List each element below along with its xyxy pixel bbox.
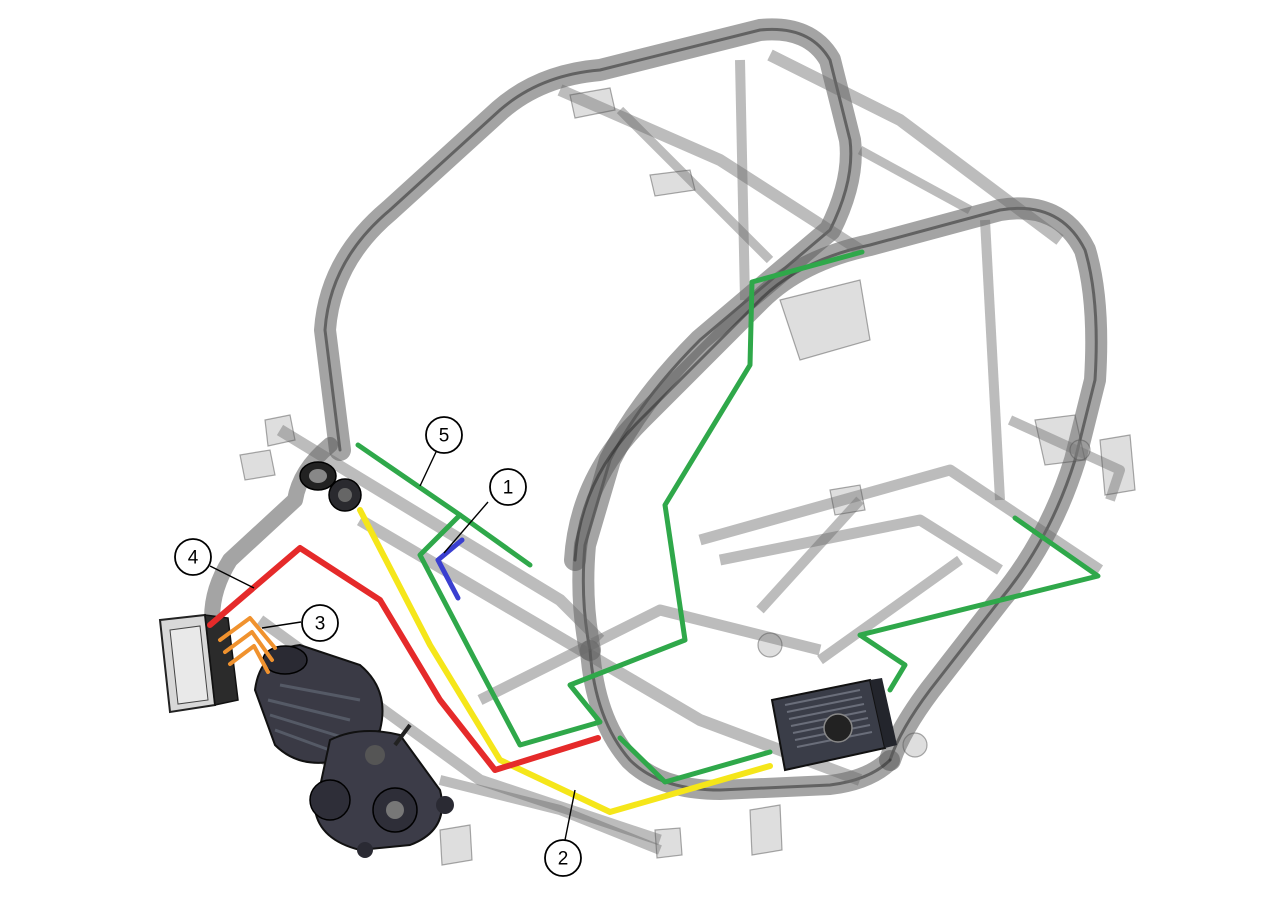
blue-wire — [435, 537, 465, 601]
connector-hub — [328, 478, 362, 512]
bushing-3 — [1069, 439, 1091, 461]
top-bar-left — [557, 84, 864, 256]
bracket-mid-2 — [649, 169, 696, 197]
yellow-wire — [357, 507, 773, 815]
callout-1-label: 1 — [503, 478, 514, 499]
bracket-left-1 — [239, 449, 276, 481]
floor-bar-3 — [698, 464, 1104, 575]
callout-2: 2 — [544, 789, 582, 877]
floor-bar-4 — [718, 514, 1003, 575]
floor-bar-9 — [438, 775, 662, 855]
motor-controller — [770, 678, 897, 772]
floor-bar-5 — [756, 496, 864, 614]
bracket-right-2 — [1099, 434, 1136, 496]
vertical-post-2 — [980, 219, 1005, 501]
floor-bar-1 — [276, 424, 605, 645]
callouts: 1 2 3 4 5 — [174, 416, 582, 877]
diagonal-brace-1 — [616, 106, 774, 264]
vertical-post-1 — [735, 59, 750, 301]
orange-wire-1 — [218, 616, 277, 650]
red-wire — [207, 545, 601, 773]
diagonal-brace-2 — [857, 146, 973, 214]
bracket-floor-3 — [654, 827, 683, 859]
top-bar-right — [767, 49, 1064, 245]
green-wire-rear — [857, 515, 1101, 693]
callout-4: 4 — [174, 538, 255, 589]
front-roll-hoop — [314, 18, 862, 661]
callout-4-label: 4 — [188, 548, 199, 569]
callout-1: 1 — [443, 468, 527, 554]
callout-5-label: 5 — [439, 426, 450, 447]
orange-wire-2 — [223, 630, 274, 662]
bracket-floor-1 — [829, 484, 866, 516]
bracket-right-1 — [1034, 414, 1086, 466]
floor-bar-7 — [477, 604, 822, 705]
key-switch — [299, 461, 337, 491]
wiring — [207, 249, 1101, 815]
bracket-floor-4 — [439, 824, 473, 866]
floor-bar-6 — [817, 555, 963, 665]
bushing-1 — [757, 632, 783, 658]
green-wire-controller — [617, 735, 773, 785]
callout-3-label: 3 — [315, 614, 326, 635]
bracket-mid-1 — [779, 279, 871, 361]
green-wire — [417, 249, 865, 748]
green-wire-front — [355, 442, 463, 518]
bracket-floor-2 — [749, 804, 783, 856]
rear-roll-hoop-edge — [573, 206, 1098, 762]
callout-2-label: 2 — [558, 849, 569, 870]
rear-cross-bar — [1007, 415, 1125, 502]
bracket-left-2 — [264, 414, 296, 447]
callout-5: 5 — [419, 416, 463, 487]
bushing-2 — [902, 732, 928, 758]
battery-box — [158, 613, 239, 714]
orange-wire-3 — [228, 644, 270, 674]
callout-3: 3 — [261, 604, 339, 642]
bracket-top-1 — [569, 87, 616, 119]
